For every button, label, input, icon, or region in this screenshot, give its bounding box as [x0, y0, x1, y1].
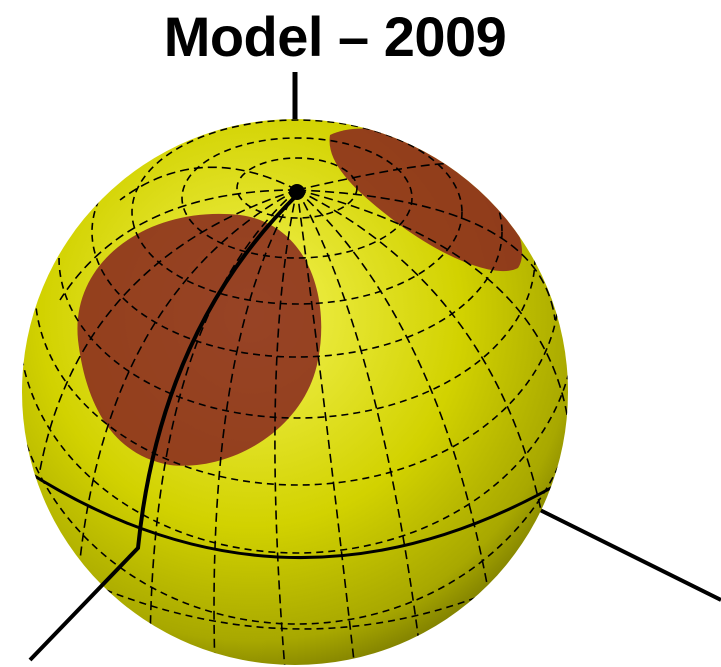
pole-point [289, 184, 305, 200]
longitude-grid [39, 162, 568, 665]
spot-left [77, 213, 322, 466]
equator-line [24, 468, 566, 560]
axis-line-left [28, 193, 299, 662]
axis-line-right [539, 508, 721, 602]
figure-title: Model – 2009 [163, 5, 507, 68]
lower-band-line [39, 559, 531, 630]
spot-top-right [329, 128, 523, 272]
